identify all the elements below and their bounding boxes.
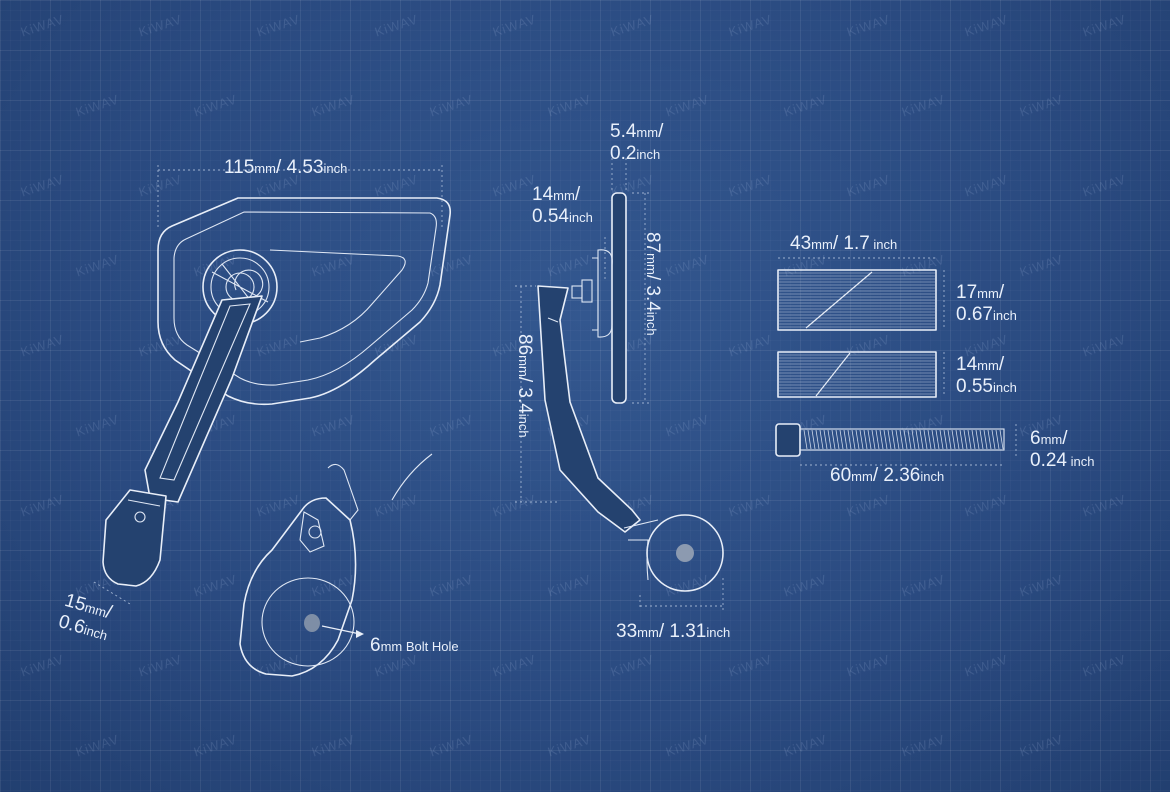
mirror-front-view — [93, 165, 452, 605]
spacer-small — [777, 351, 945, 398]
dim-mirror-thickness: 5.4mm/ 0.2inch — [610, 121, 664, 164]
spacer-large — [777, 257, 945, 331]
dim-mount-depth: 14mm/ 0.54inch — [532, 184, 593, 227]
bolt-hole-label: 6mm Bolt Hole — [370, 635, 459, 656]
clamp-perspective-view — [239, 453, 433, 677]
dim-bolt-diameter: 6mm/ 0.24 inch — [1030, 428, 1095, 471]
dim-clamp-diameter: 33mm/ 1.31inch — [616, 621, 731, 642]
dim-spacer-large: 17mm/ 0.67inch — [956, 282, 1017, 325]
dim-mirror-height: 87mm/ 3.4inch — [642, 232, 663, 336]
dim-width-total: 115mm/ 4.53inch — [224, 157, 348, 178]
dim-arm-height: 86mm/ 3.4inch — [514, 334, 535, 438]
dim-spacer-small: 14mm/ 0.55inch — [956, 354, 1017, 397]
bolt — [775, 423, 1017, 466]
dim-spacer-length: 43mm/ 1.7 inch — [790, 233, 898, 254]
dim-bolt-length: 60mm/ 2.36inch — [830, 465, 945, 486]
mirror-side-view — [515, 158, 724, 610]
